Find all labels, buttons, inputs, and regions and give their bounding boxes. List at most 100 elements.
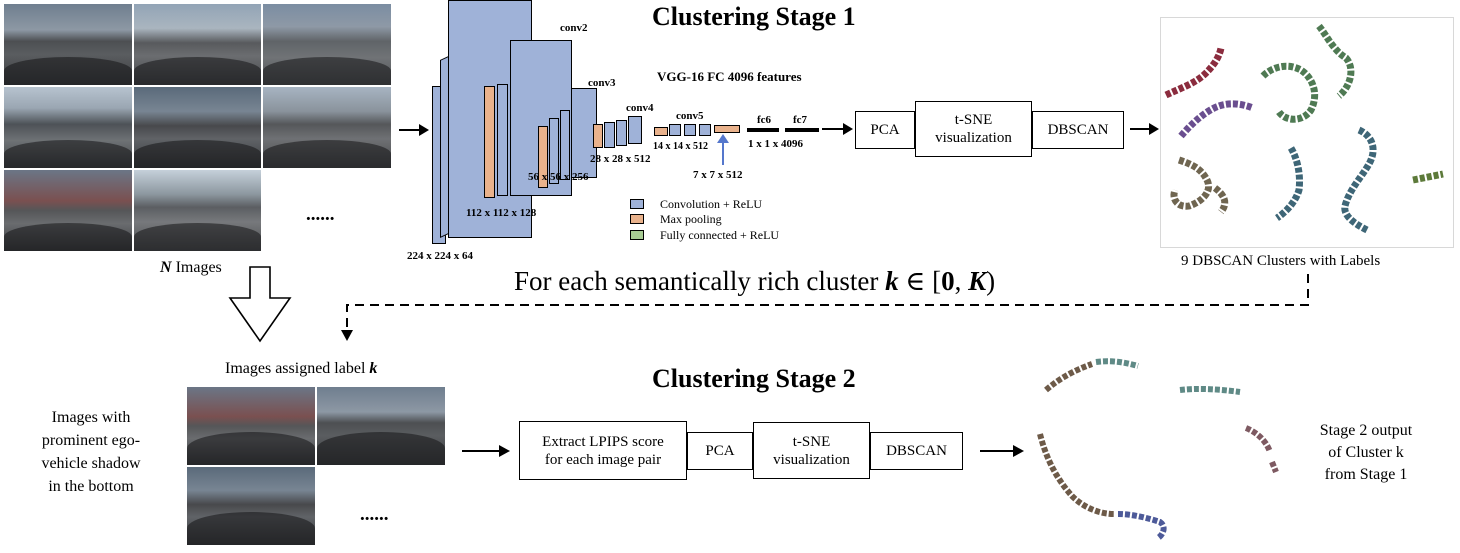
- shadow-note: Images with prominent ego- vehicle shado…: [28, 406, 154, 498]
- road-image-thumbnail: [133, 86, 262, 169]
- legend-label-conv: Convolution + ReLU: [660, 197, 763, 211]
- stage1-title: Clustering Stage 1: [652, 2, 856, 31]
- pool4-layer: [654, 127, 668, 136]
- arrow-vgg-to-pca-head: [843, 123, 853, 135]
- pool3-layer: [593, 124, 603, 148]
- lpips-label-1: Extract LPIPS score: [542, 433, 664, 450]
- road-image-thumbnail: [3, 86, 133, 169]
- arrow-grid-to-vgg-head: [419, 124, 429, 136]
- dim-56-label: 56 x 56 x 256: [528, 171, 589, 183]
- n-symbol: N: [160, 259, 172, 276]
- n-images-text: Images: [171, 259, 222, 276]
- stage2-cluster-mauve: [1244, 425, 1279, 474]
- loop-dashed-arrowhead: [341, 330, 353, 341]
- fc6-layer: [747, 128, 779, 132]
- stage1-cluster-plot: [1160, 17, 1454, 248]
- n-images-caption: N Images: [160, 259, 222, 277]
- assigned-label-k: k: [369, 360, 378, 377]
- stage2-output-line-2: of Cluster k: [1328, 444, 1404, 461]
- stage1-tsne-box: t-SNE visualization: [915, 101, 1032, 157]
- shadow-image-thumbnail: [316, 386, 446, 466]
- dim-112-label: 112 x 112 x 128: [466, 207, 537, 219]
- loop-close: ): [986, 266, 996, 296]
- fc6-label: fc6: [757, 114, 772, 126]
- conv3-layer: [549, 118, 559, 184]
- stage1-tsne-label-1: t-SNE: [954, 112, 993, 128]
- road-image-thumbnail: [133, 3, 262, 86]
- stage2-cluster-teal: [1095, 358, 1241, 395]
- shadow-note-line-1: Images with: [51, 409, 131, 426]
- pool2-layer: [538, 126, 548, 188]
- legend-swatch-pool: [630, 214, 644, 224]
- stage1-pca-box: PCA: [855, 111, 915, 149]
- arrow-dbscan2-to-plot-head: [1013, 445, 1024, 457]
- arrow-dbscan-to-plot-head: [1149, 123, 1159, 135]
- stage1-dbscan-label: DBSCAN: [1047, 122, 1109, 138]
- road-image-thumbnail: [133, 169, 262, 252]
- conv3-depth: [571, 88, 597, 178]
- shadow-image-thumbnail: [186, 386, 316, 466]
- cluster-purple: [1178, 100, 1255, 139]
- stage1-ellipsis: ......: [306, 204, 335, 225]
- stage2-ellipsis: ......: [360, 504, 389, 525]
- shadow-note-line-3: vehicle shadow: [41, 455, 141, 472]
- stage2-title: Clustering Stage 2: [652, 364, 856, 393]
- clusters-caption: 9 DBSCAN Clusters with Labels: [1181, 253, 1381, 269]
- road-image-thumbnail: [262, 86, 392, 169]
- pool1-layer: [484, 86, 495, 198]
- lpips-label-2: for each image pair: [544, 451, 662, 468]
- hollow-down-arrow: [228, 266, 292, 343]
- loop-K: K: [968, 266, 987, 296]
- conv3-label: conv3: [588, 77, 616, 89]
- conv4-label: conv4: [626, 102, 654, 114]
- dim-28-label: 28 x 28 x 512: [590, 153, 651, 165]
- legend-swatch-fc: [630, 230, 644, 240]
- stage2-output-line-1: Stage 2 output: [1319, 422, 1413, 439]
- conv4-layer: [604, 122, 615, 148]
- arrow-images-to-lpips-head: [499, 445, 510, 457]
- pool5-layer: [714, 125, 740, 133]
- road-image-thumbnail: [262, 3, 392, 86]
- legend-swatch-conv: [630, 199, 644, 209]
- dim-7-label: 7 x 7 x 512: [693, 169, 743, 181]
- loop-k: k: [885, 266, 899, 296]
- loop-text: For each semantically rich cluster: [514, 266, 886, 296]
- stage1-pca-label: PCA: [870, 122, 900, 138]
- road-image-thumbnail: [3, 169, 133, 252]
- cluster-lime: [1412, 170, 1444, 184]
- assigned-label-caption: Images assigned label k: [225, 360, 377, 378]
- stage2-output-note: Stage 2 output of Cluster k from Stage 1: [1300, 420, 1432, 486]
- loop-zero: 0: [941, 266, 955, 296]
- legend-label-fc: Fully connected + ReLU: [660, 228, 780, 242]
- feature-pointer-arrowhead: [717, 134, 729, 143]
- stage2-tsne-box: t-SNE visualization: [753, 422, 870, 479]
- conv5-label: conv5: [676, 110, 704, 122]
- assigned-label-text: Images assigned label: [225, 360, 370, 377]
- stage2-cluster-brown: [1044, 361, 1093, 393]
- dim-224-label: 224 x 224 x 64: [407, 250, 473, 262]
- stage2-cluster-blue: [1117, 511, 1167, 541]
- loop-comma: ,: [954, 266, 969, 296]
- stage1-cluster-scatter: [1164, 23, 1444, 234]
- shadow-note-line-4: in the bottom: [48, 478, 134, 495]
- stage2-dbscan-label: DBSCAN: [886, 443, 947, 459]
- conv2-layer: [497, 84, 508, 196]
- stage1-dbscan-box: DBSCAN: [1032, 111, 1124, 149]
- stage2-pca-label: PCA: [705, 443, 735, 459]
- conv2-label: conv2: [560, 22, 588, 34]
- stage2-tsne-label-2: visualization: [773, 451, 850, 468]
- conv4-layer: [616, 120, 627, 146]
- dim-14-label: 14 x 14 x 512: [653, 141, 708, 152]
- lpips-box: Extract LPIPS score for each image pair: [519, 421, 687, 480]
- fc7-label: fc7: [793, 114, 808, 126]
- stage1-tsne-label-2: visualization: [935, 130, 1012, 146]
- loop-statement: For each semantically rich cluster k ∈ […: [514, 266, 995, 297]
- road-image-thumbnail: [3, 3, 133, 86]
- conv5-layer: [699, 124, 711, 136]
- cluster-teal: [1274, 126, 1377, 234]
- conv4-layer: [628, 116, 642, 144]
- shadow-image-thumbnail: [186, 466, 316, 546]
- legend-label-pool: Max pooling: [660, 212, 722, 226]
- conv3-layer: [560, 110, 570, 180]
- shadow-note-line-2: prominent ego-: [41, 432, 141, 449]
